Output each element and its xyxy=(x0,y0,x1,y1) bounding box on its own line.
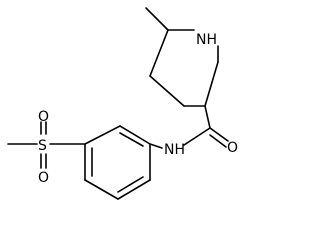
structure-canvas: NH NH O S O O xyxy=(7,7,239,200)
bond-benz-4 xyxy=(84,179,119,200)
atom-label-sulfonyl-o-bottom: O xyxy=(38,170,49,186)
bond-ring-c5-c6 xyxy=(149,29,169,77)
bond-carbonyl-o-1 xyxy=(209,127,229,142)
bond-benz-inner-1 xyxy=(119,132,144,147)
bond-benz-2 xyxy=(84,125,121,145)
atom-label-carbonyl-o: O xyxy=(227,140,238,156)
bond-c3-carbonyl xyxy=(204,105,211,129)
atom-label-sulfonyl-o-top: O xyxy=(38,109,49,125)
molecule-structure: NH NH O S O O xyxy=(7,7,238,200)
atom-label-sulfur: S xyxy=(38,138,47,154)
bond-benz-1 xyxy=(119,125,151,145)
bond-ring-c4-c5 xyxy=(149,75,185,107)
bond-carbonyl-nh xyxy=(183,127,211,146)
bond-carbonyl-o-2 xyxy=(209,134,227,148)
bond-benz-inner-3 xyxy=(117,176,144,193)
atom-label-amide-nh: NH xyxy=(164,142,185,158)
atom-label-ring-nh: NH xyxy=(196,32,217,48)
bond-ring-c2-c3 xyxy=(204,61,219,107)
bond-nh-benzene xyxy=(149,143,163,149)
bond-benz-5 xyxy=(117,179,151,200)
bond-methyl xyxy=(145,7,169,31)
